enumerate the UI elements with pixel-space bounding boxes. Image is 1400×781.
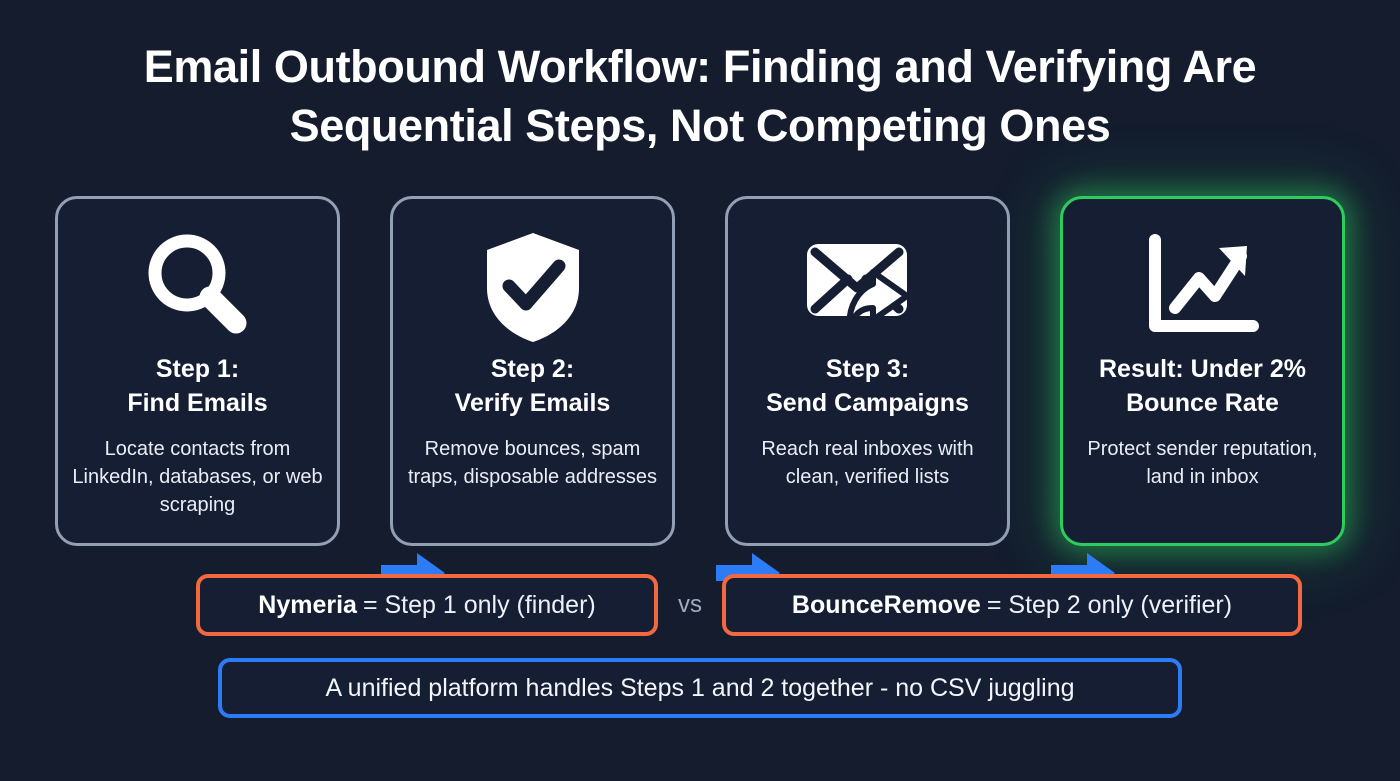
comparison-brand-name: BounceRemove <box>791 590 981 619</box>
step-card-send-campaigns: Step 3:Send Campaigns Reach real inboxes… <box>725 196 1010 546</box>
growth-chart-icon <box>1143 227 1263 347</box>
step-card-find-emails: Step 1:Find Emails Locate contacts from … <box>55 196 340 546</box>
step-card-description: Protect sender reputation, land in inbox <box>1087 437 1318 488</box>
step-card-description: Remove bounces, spam traps, disposable a… <box>407 437 658 488</box>
comparison-brand-name: Nymeria <box>258 590 357 619</box>
comparison-pill-bounceremove: BounceRemove = Step 2 only (verifier) <box>722 574 1302 636</box>
comparison-detail-text: = Step 2 only (verifier) <box>986 590 1233 619</box>
step-card-title: Step 3:Send Campaigns <box>766 355 969 417</box>
step-card-title: Result: Under 2% Bounce Rate <box>1099 355 1306 417</box>
shield-check-icon <box>479 227 587 347</box>
step-card-title: Step 1:Find Emails <box>127 355 268 417</box>
summary-banner: A unified platform handles Steps 1 and 2… <box>218 658 1182 718</box>
magnifying-glass-icon <box>139 227 257 347</box>
comparison-pill-nymeria: Nymeria = Step 1 only (finder) <box>196 574 658 636</box>
comparison-row: Nymeria = Step 1 only (finder) vs Bounce… <box>0 574 1400 636</box>
page-title: Email Outbound Workflow: Finding and Ver… <box>143 41 1257 151</box>
workflow-steps-row: Step 1:Find Emails Locate contacts from … <box>55 196 1345 593</box>
step-card-title: Step 2:Verify Emails <box>454 355 611 417</box>
envelope-forward-icon <box>803 227 933 347</box>
step-card-verify-emails: Step 2:Verify Emails Remove bounces, spa… <box>390 196 675 546</box>
comparison-detail-text: = Step 1 only (finder) <box>362 590 596 619</box>
step-card-result: Result: Under 2% Bounce Rate Protect sen… <box>1060 196 1345 546</box>
step-card-description: Locate contacts from LinkedIn, databases… <box>72 437 323 517</box>
comparison-separator: vs <box>678 591 702 618</box>
summary-banner-text: A unified platform handles Steps 1 and 2… <box>325 673 1075 702</box>
step-card-description: Reach real inboxes with clean, verified … <box>761 437 974 488</box>
